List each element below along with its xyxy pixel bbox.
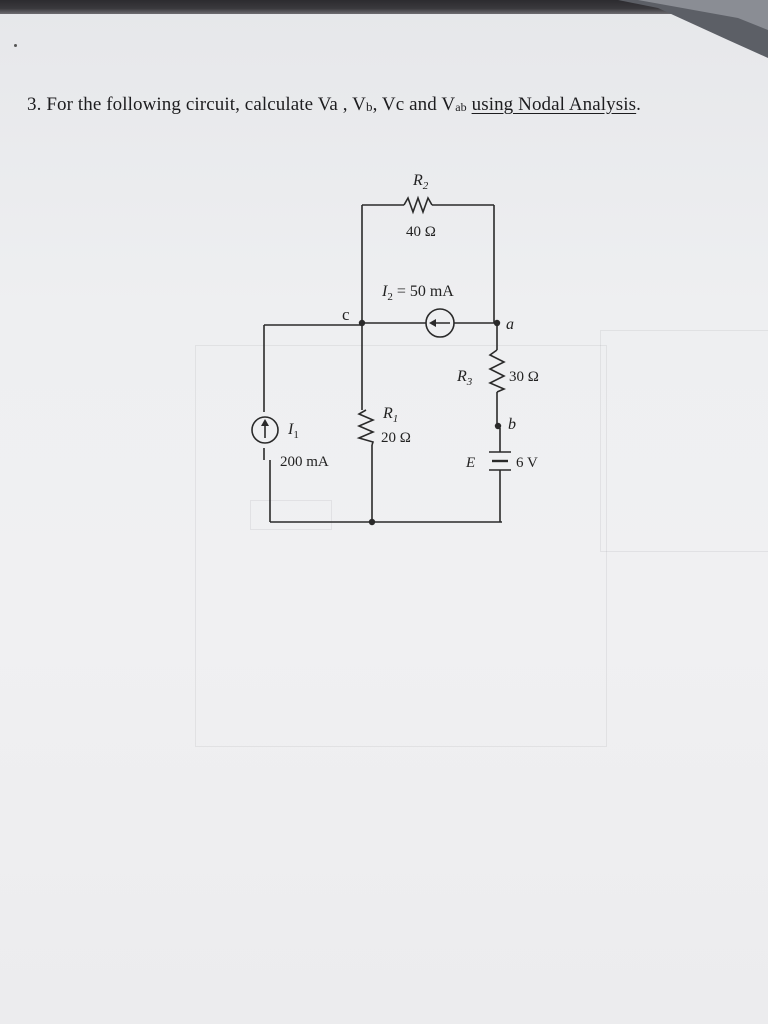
r1-label: R1 <box>382 405 398 425</box>
show-through-box <box>195 345 607 747</box>
vb-subscript: b <box>365 99 373 114</box>
r3-label: R3 <box>456 368 473 388</box>
e-label: E <box>465 455 475 471</box>
i1-current-source <box>251 416 279 444</box>
vab-subscript: ab <box>455 100 467 114</box>
r1-value: 20 Ω <box>381 430 411 446</box>
node-c-dot <box>358 319 366 327</box>
wires <box>263 204 502 523</box>
node-a-label: a <box>506 316 514 333</box>
e-value: 6 V <box>516 455 538 471</box>
r3-value: 30 Ω <box>509 369 539 385</box>
question-period: . <box>636 94 642 115</box>
question-vc: , Vc and V <box>372 94 456 115</box>
i1-label: I1 <box>287 421 299 441</box>
r2-resistor <box>403 195 433 215</box>
node-a-dot <box>493 319 501 327</box>
corner-object <box>618 0 768 58</box>
node-b-label: b <box>508 416 516 433</box>
r2-label: R2 <box>412 172 429 192</box>
show-through-box-3 <box>600 330 768 552</box>
nodal-analysis-underlined: using Nodal Analysis <box>471 94 637 115</box>
question-text: 3. For the following circuit, calculate … <box>27 94 641 116</box>
show-through-box-2 <box>250 500 332 530</box>
i1-value: 200 mA <box>280 454 329 470</box>
e-battery <box>489 451 511 471</box>
i2-current-source <box>425 308 455 338</box>
r1-resistor <box>356 409 376 446</box>
question-number: 3. <box>27 94 42 115</box>
r2-value: 40 Ω <box>406 224 436 240</box>
node-c-label: c <box>342 305 350 324</box>
desk-edge <box>0 0 768 14</box>
i2-label: I2 = 50 mA <box>381 283 454 303</box>
question-body: For the following circuit, calculate Va … <box>46 94 366 115</box>
bottom-node-dot <box>368 518 376 526</box>
node-b-dot <box>494 422 502 430</box>
r3-resistor <box>488 349 507 393</box>
stray-mark <box>14 44 17 47</box>
